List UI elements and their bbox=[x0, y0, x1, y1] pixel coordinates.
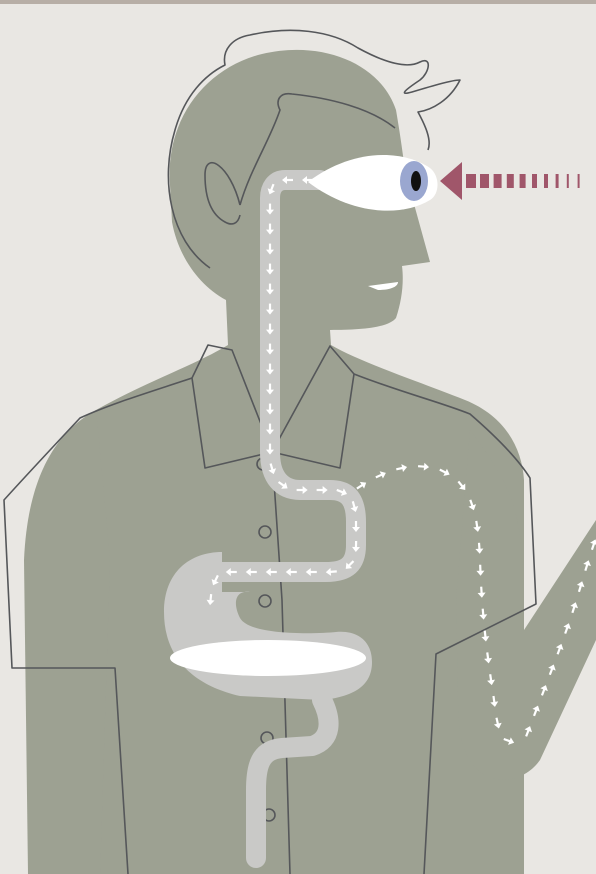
incoming-dash bbox=[532, 174, 537, 188]
incoming-dashes bbox=[466, 174, 580, 188]
incoming-arrowhead bbox=[440, 162, 462, 200]
incoming-dash bbox=[567, 174, 569, 188]
incoming-dash bbox=[466, 174, 476, 188]
left-arm-silhouette bbox=[24, 410, 110, 874]
pupil bbox=[411, 171, 421, 191]
incoming-dash bbox=[556, 174, 559, 188]
incoming-dash bbox=[480, 174, 489, 188]
incoming-dash bbox=[494, 174, 502, 188]
dashed-arrow-left-icon bbox=[440, 162, 580, 200]
stomach-fluid bbox=[170, 640, 366, 676]
incoming-dash bbox=[507, 174, 514, 188]
incoming-dash bbox=[520, 174, 526, 188]
incoming-dash bbox=[578, 174, 580, 188]
incoming-dash bbox=[544, 174, 548, 188]
